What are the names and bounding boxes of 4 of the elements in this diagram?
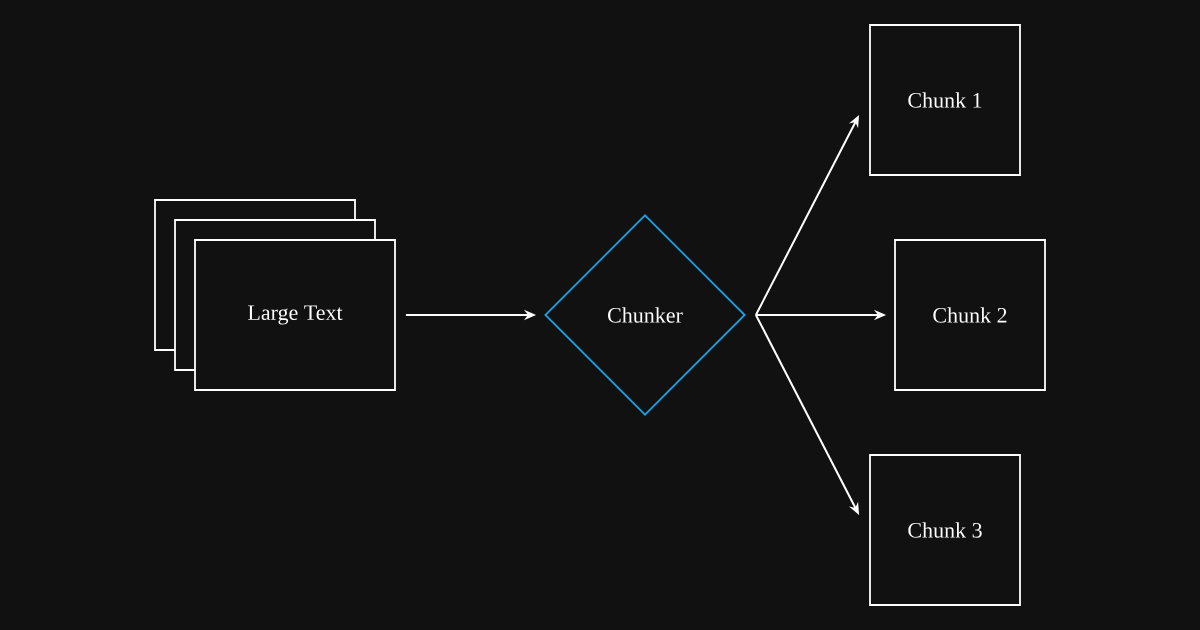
chunk-box: Chunk 1 <box>869 24 1021 176</box>
document-stack: Large Text <box>154 199 396 391</box>
chunk-box: Chunk 3 <box>869 454 1021 606</box>
chunk-box: Chunk 2 <box>894 239 1046 391</box>
